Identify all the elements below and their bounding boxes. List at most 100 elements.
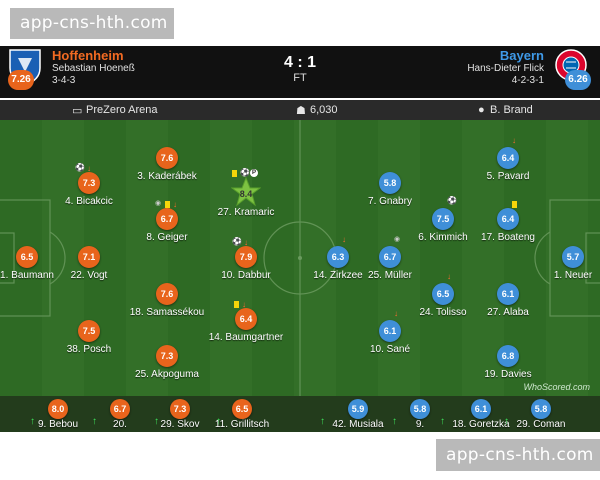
away-team-name[interactable]: Bayern (499, 48, 544, 63)
pitch-lines (0, 120, 600, 396)
player-name: 9. (415, 419, 425, 430)
player-name: 25. Müller (368, 270, 412, 281)
away-player-muller[interactable]: 6.7 ◉ 25. Müller (340, 236, 440, 281)
sub-player-musiala[interactable]: 5.9 42. Musiala (318, 399, 398, 430)
home-player-vogt[interactable]: 7.1 22. Vogt (39, 246, 139, 281)
home-formation: 3-4-3 (52, 75, 76, 86)
yellow-card-icon (234, 301, 239, 308)
match-score: 4 : 1 (283, 54, 316, 71)
sub-out-icon: ↓ (244, 238, 248, 247)
watermark-top: app-cns-hth.com (10, 8, 174, 39)
player-name: 10. Dabbur (221, 270, 271, 281)
pitch: 6.5 1. Baumann 7.3 ⚽ ↓ 4. Bicakcic 7.1 2… (0, 120, 600, 396)
player-rating: 5.8 (379, 172, 401, 194)
sub-player-skov[interactable]: 7.3 29. Skov (140, 399, 220, 430)
away-player-neuer[interactable]: 5.7 1. Neuer (523, 246, 600, 281)
player-name: 27. Alaba (487, 307, 529, 318)
home-player-samassekou[interactable]: 7.6 18. Samassékou (117, 283, 217, 318)
away-player-gnabry[interactable]: 5.8 7. Gnabry (340, 172, 440, 207)
player-name: 42. Musiala (332, 419, 384, 430)
away-player-tolisso[interactable]: 6.5 ↓ 24. Tolisso (393, 273, 493, 319)
player-rating: 8.4 (231, 177, 261, 207)
sub-out-icon: ↓ (512, 136, 516, 145)
sub-out-icon: ↓ (87, 164, 91, 173)
home-player-bicakcic[interactable]: 7.3 ⚽ ↓ 4. Bicakcic (39, 164, 139, 208)
player-name: 20. (113, 419, 127, 430)
sub-out-icon: ↓ (342, 235, 346, 244)
away-formation: 4-2-3-1 (511, 75, 544, 86)
yellow-card-icon (232, 170, 237, 177)
player-name: 18. Samassékou (129, 307, 205, 318)
home-player-dabbur[interactable]: 7.9 ⚽ ↓ 10. Dabbur (196, 238, 296, 282)
away-player-sane[interactable]: 6.1 ↓ 10. Sané (340, 310, 440, 356)
home-player-kaderabek[interactable]: 7.6 3. Kaderábek (117, 147, 217, 182)
player-name: 24. Tolisso (419, 307, 467, 318)
player-rating: 7.1 (78, 246, 100, 268)
player-name: 27. Kramaric (217, 207, 275, 218)
away-player-davies[interactable]: 6.8 19. Davies (458, 345, 558, 380)
player-rating: 6.5 (432, 283, 454, 305)
sub-player-20[interactable]: 6.7 20. (80, 399, 160, 430)
sub-player-coman[interactable]: 5.8 29. Coman (501, 399, 581, 430)
sub-out-icon: ↓ (447, 272, 451, 281)
sub-in-icon: ↑ (392, 416, 397, 427)
player-rating: 6.4 (497, 208, 519, 230)
goal-ball-icon: ⚽ (75, 163, 85, 172)
goal-ball-icon: ⚽ (447, 196, 457, 205)
player-rating: 7.9 (235, 246, 257, 268)
sub-player-9[interactable]: 5.8 9. (380, 399, 460, 430)
player-name: 14. Baumgartner (208, 332, 284, 343)
player-rating: 5.9 (348, 399, 368, 419)
home-player-geiger[interactable]: 6.7 ◉ ↓ 8. Geiger (117, 200, 217, 243)
player-rating: 5.8 (531, 399, 551, 419)
away-player-alaba[interactable]: 6.1 27. Alaba (458, 283, 558, 318)
home-coach: Sebastian Hoeneß (52, 63, 135, 74)
goal-ball-icon: ⚽ (240, 168, 250, 177)
home-player-baumann[interactable]: 6.5 1. Baumann (0, 246, 77, 281)
penalty-icon: P (250, 169, 258, 177)
player-rating: 6.8 (497, 345, 519, 367)
player-name: 19. Davies (484, 369, 532, 380)
player-rating: 6.1 (379, 320, 401, 342)
home-player-posch[interactable]: 7.5 38. Posch (39, 320, 139, 355)
player-rating: 7.6 (156, 283, 178, 305)
player-rating: 7.6 (156, 147, 178, 169)
watermark-bottom: app-cns-hth.com (436, 439, 600, 471)
player-rating: 5.7 (562, 246, 584, 268)
sub-player-grillitsch[interactable]: 6.5 11. Grillitsch (202, 399, 282, 430)
sub-in-icon: ↑ (320, 416, 325, 427)
player-rating: 6.7 (156, 208, 178, 230)
player-name: 3. Kaderábek (137, 171, 197, 182)
sub-player-goretzka[interactable]: 6.1 18. Goretzka (441, 399, 521, 430)
player-name: 25. Akpoguma (135, 369, 199, 380)
sub-player-bebou[interactable]: 8.0 9. Bebou (18, 399, 98, 430)
player-rating: 7.3 (156, 345, 178, 367)
home-player-kramaric[interactable]: 8.4 ⚽ P 27. Kramaric (196, 169, 296, 219)
player-rating: 6.4 (497, 147, 519, 169)
home-player-baumgartner[interactable]: 6.4 ↓ 14. Baumgartner (196, 301, 296, 344)
sub-out-icon: ↓ (242, 300, 246, 309)
player-name: 17. Boateng (481, 232, 535, 243)
player-rating: 6.3 (327, 246, 349, 268)
player-rating: 5.8 (410, 399, 430, 419)
home-team-rating: 7.26 (8, 70, 34, 90)
player-name: 11. Grillitsch (214, 419, 270, 430)
home-team-name[interactable]: Hoffenheim (52, 48, 124, 63)
attendance-icon: ☗ (296, 105, 306, 117)
sub-in-icon: ↑ (92, 416, 97, 427)
away-coach: Hans-Dieter Flick (467, 63, 544, 74)
referee-icon: ● (478, 104, 485, 116)
player-rating: 6.1 (471, 399, 491, 419)
away-player-pavard[interactable]: 6.4 ↓ 5. Pavard (458, 137, 558, 183)
home-player-akpoguma[interactable]: 7.3 25. Akpoguma (117, 345, 217, 380)
away-player-zirkzee[interactable]: 6.3 ↓ 14. Zirkzee (288, 236, 388, 282)
whoscored-logo[interactable]: WhoScored.com (523, 382, 590, 392)
away-player-kimmich[interactable]: 7.5 ⚽ 6. Kimmich (393, 197, 493, 244)
player-name: 29. Coman (516, 419, 566, 430)
sub-in-icon: ↑ (504, 416, 509, 427)
player-rating: 6.5 (16, 246, 38, 268)
player-rating: 6.5 (232, 399, 252, 419)
stadium-icon: ▭ (72, 105, 83, 117)
player-rating: 8.0 (48, 399, 68, 419)
away-player-boateng[interactable]: 6.4 17. Boateng (458, 201, 558, 243)
